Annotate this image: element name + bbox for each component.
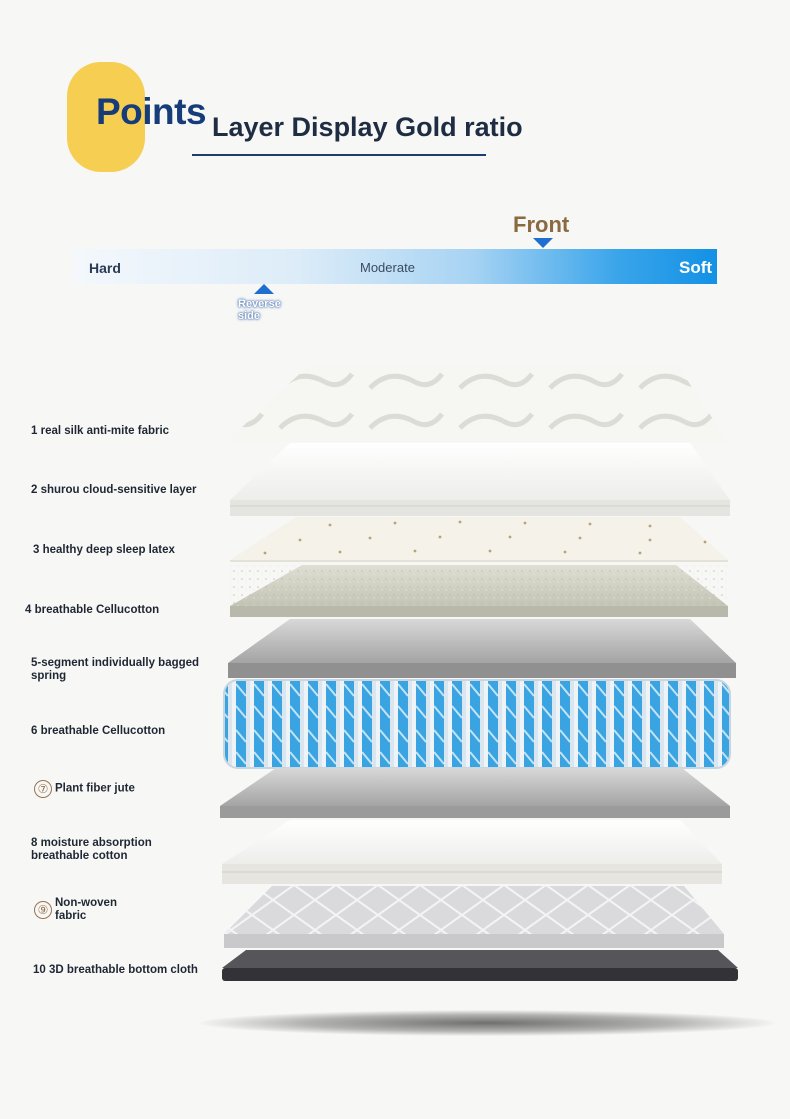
layer-10-side — [222, 968, 738, 981]
floor-shadow — [200, 1010, 775, 1036]
layer-7-side — [220, 806, 730, 818]
layer-10-top — [222, 950, 738, 968]
layer-3-top — [230, 517, 728, 560]
layer-3-side — [230, 560, 728, 562]
layer-1-silk-fabric — [226, 366, 728, 442]
layer-9-top — [224, 886, 724, 934]
layer-8-top — [222, 820, 722, 864]
layer-7-top — [220, 768, 730, 806]
layer-6-springs — [224, 680, 730, 768]
layer-5-side — [228, 663, 736, 678]
layer-9-side — [224, 934, 724, 948]
layer-2-side — [230, 500, 730, 516]
layer-8-side — [222, 864, 722, 884]
layer-5-top — [228, 619, 736, 663]
layer-2-top — [230, 443, 730, 500]
layer-4-side — [230, 606, 728, 617]
